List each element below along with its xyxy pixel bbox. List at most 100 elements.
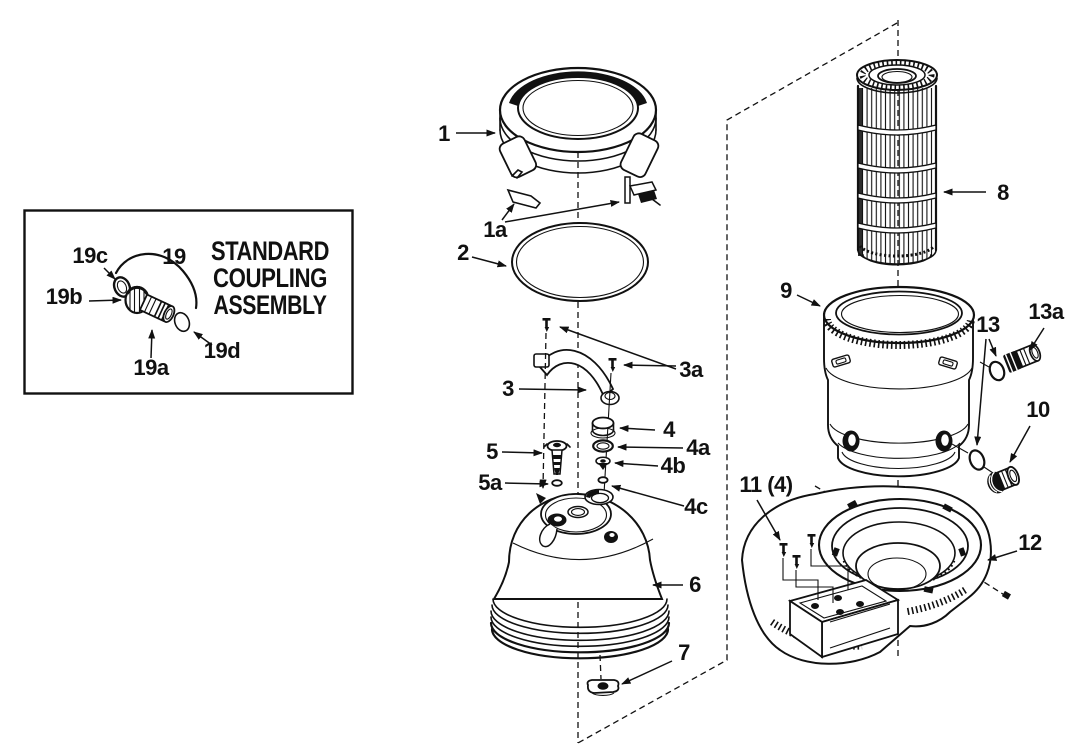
inset-title-line1: STANDARD (211, 236, 329, 266)
coupling-bracket (114, 252, 198, 310)
base-screws (779, 534, 849, 603)
filter-lid-dome (489, 488, 671, 660)
part-label-3a: 3a (679, 357, 704, 382)
dome-shoulder-crease (512, 538, 654, 561)
part-label-12: 12 (1018, 530, 1042, 555)
base-outlet (787, 579, 901, 659)
part-label-5: 5 (486, 439, 498, 464)
tank-slot-left (831, 354, 851, 368)
part-label-19: 19 (162, 244, 186, 269)
part-label-7: 7 (678, 640, 690, 665)
cartridge-pleats (858, 88, 936, 264)
part-19c-arrow (103, 267, 116, 280)
lock-ring (498, 66, 661, 209)
base-screw-3 (807, 534, 816, 548)
drain-adapter (987, 465, 1020, 494)
part-5a-arrow (504, 480, 549, 488)
part-label-10: 10 (1026, 397, 1050, 422)
dome-body (492, 492, 664, 600)
part-13-arrow-lower (974, 338, 987, 446)
part-19d-arrow (193, 331, 213, 346)
part-label-19d: 19d (204, 338, 240, 363)
part-13-arrow-upper (988, 338, 997, 357)
lock-ring-lug-left (498, 135, 538, 179)
part-12-arrow (987, 550, 1018, 561)
part-label-1: 1 (438, 121, 450, 146)
valve-poppet (595, 456, 611, 470)
lock-ring-opening-inner (522, 79, 634, 137)
handle-screws (539, 318, 617, 495)
inset-title-line3: ASSEMBLY (214, 290, 327, 320)
lid-oring (511, 222, 649, 302)
part-4a-arrow (617, 443, 684, 451)
lock-ring-latch-right (624, 176, 661, 206)
handle-screw-right (608, 358, 617, 372)
lid-drain-plug (586, 654, 620, 696)
part-label-3: 3 (502, 376, 514, 401)
part-label-11: 11 (4) (739, 472, 792, 497)
dome-right-clip (604, 531, 618, 543)
part-19b-arrow (88, 296, 122, 304)
part-1a-arrow-left (501, 203, 515, 221)
part-13a-arrow (1029, 327, 1045, 351)
lock-ring-opening (517, 76, 639, 140)
part-label-6: 6 (689, 572, 701, 597)
coupling-tailpiece (138, 293, 176, 324)
part-label-4c: 4c (684, 494, 708, 519)
tank-oring-lower (968, 449, 986, 471)
base-axis-end-mark (1001, 590, 1011, 600)
part-9-arrow (796, 294, 821, 307)
part-4-arrow (619, 424, 656, 432)
part-3a-arrow-right (623, 361, 677, 369)
tank-body (822, 285, 976, 478)
part-label-2: 2 (457, 240, 469, 265)
part-19a-arrow (148, 329, 156, 359)
part-10-arrow (1009, 425, 1031, 463)
part-label-8: 8 (997, 180, 1009, 205)
part-label-4: 4 (663, 417, 676, 442)
part-label-4b: 4b (661, 453, 686, 478)
dome-air-port (584, 488, 614, 506)
handle-left-tab (533, 353, 550, 368)
part-11-arrow (756, 499, 781, 541)
valve-axis-line (603, 372, 612, 495)
lock-ring-latch-left (506, 169, 542, 209)
part-4b-arrow (614, 460, 659, 468)
air-relief-cap (590, 416, 616, 439)
part-3-arrow (518, 386, 587, 394)
drain-valve-oring (551, 479, 563, 487)
base-screw-1 (779, 543, 788, 557)
part-5-arrow (501, 449, 543, 457)
dome-left-port (539, 513, 567, 548)
base-housing (740, 485, 992, 665)
tank-port-upper (842, 430, 860, 452)
tank-port-lower (935, 430, 953, 452)
part-label-19a: 19a (133, 355, 169, 380)
part-label-1a: 1a (483, 217, 508, 242)
part-1a-arrow-right (504, 200, 620, 223)
tank-oring-upper (988, 360, 1006, 382)
part-label-13: 13 (976, 312, 1000, 337)
tank-silhouette (823, 313, 974, 478)
part-2-arrow (471, 256, 507, 268)
dome-arrow-mark (536, 493, 546, 504)
part-labels: 1 1a 2 3 3a 4 4a 4b 4c 5 5a 6 7 8 9 10 (438, 121, 1065, 685)
lock-ring-lug-right (619, 132, 660, 178)
part-4c-arrow (611, 484, 685, 507)
fold-boundary-line (577, 22, 898, 744)
part-7-arrow (621, 660, 673, 685)
filter-cartridge (856, 59, 938, 266)
coupling-oring-19d (173, 311, 191, 333)
part-label-19b: 19b (46, 284, 82, 309)
part-label-19c: 19c (72, 243, 107, 268)
part-3a-arrow-left (559, 326, 677, 370)
inset-title-line2: COUPLING (213, 263, 327, 293)
screw-axis-dashed (539, 332, 547, 489)
part-label-13a: 13a (1028, 299, 1064, 324)
handle-screw-left (542, 318, 551, 332)
part-label-9: 9 (780, 278, 792, 303)
cartridge-left-shade (858, 88, 863, 256)
part-label-4a: 4a (686, 435, 711, 460)
base-screw-2 (792, 555, 801, 569)
